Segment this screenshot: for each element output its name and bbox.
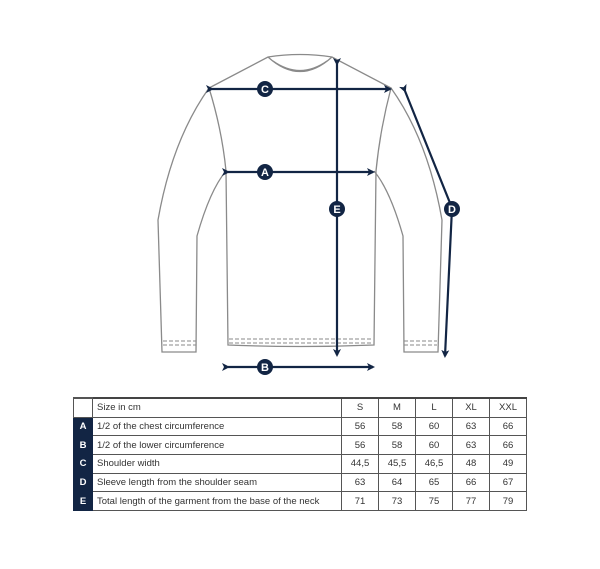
header-label: Size in cm: [92, 396, 342, 418]
header-corner-cell: [73, 396, 93, 418]
svg-text:E: E: [333, 204, 340, 216]
cell-value: 44,5: [341, 454, 379, 474]
cell-value: 56: [341, 435, 379, 456]
header-size-xl: XL: [452, 396, 490, 418]
cell-value: 77: [452, 491, 490, 512]
cell-value: 73: [378, 491, 416, 512]
cell-value: 46,5: [415, 454, 453, 474]
svg-text:C: C: [261, 84, 269, 96]
cell-value: 75: [415, 491, 453, 512]
svg-text:D: D: [448, 204, 456, 216]
size-chart-table: Size in cm S M L XL XXL A 1/2 of the che…: [73, 396, 527, 512]
sweater-measurement-diagram: C A B E D: [157, 53, 460, 375]
table-row: E Total length of the garment from the b…: [73, 491, 527, 512]
row-letter: D: [73, 472, 93, 493]
row-letter: E: [73, 491, 93, 512]
cell-value: 58: [378, 416, 416, 437]
cell-value: 45,5: [378, 454, 416, 474]
cell-value: 58: [378, 435, 416, 456]
cell-value: 71: [341, 491, 379, 512]
row-label: 1/2 of the lower circumference: [92, 435, 342, 456]
row-label: Shoulder width: [92, 454, 342, 474]
row-label: Total length of the garment from the bas…: [92, 491, 342, 512]
table-row: D Sleeve length from the shoulder seam 6…: [73, 472, 527, 493]
header-size-l: L: [415, 396, 453, 418]
row-letter: A: [73, 416, 93, 437]
cell-value: 64: [378, 472, 416, 493]
header-size-m: M: [378, 396, 416, 418]
cell-value: 65: [415, 472, 453, 493]
table-row: A 1/2 of the chest circumference 56 58 6…: [73, 416, 527, 437]
header-size-s: S: [341, 396, 379, 418]
cell-value: 63: [452, 416, 490, 437]
badge-c-icon: C: [257, 81, 273, 97]
cell-value: 49: [489, 454, 527, 474]
cell-value: 66: [489, 435, 527, 456]
cell-value: 67: [489, 472, 527, 493]
row-letter: B: [73, 435, 93, 456]
header-size-xxl: XXL: [489, 396, 527, 418]
cell-value: 66: [452, 472, 490, 493]
badge-b-icon: B: [257, 359, 273, 375]
row-label: 1/2 of the chest circumference: [92, 416, 342, 437]
badge-d-icon: D: [444, 201, 460, 217]
badge-e-icon: E: [329, 201, 345, 217]
cell-value: 60: [415, 435, 453, 456]
table-row: C Shoulder width 44,5 45,5 46,5 48 49: [73, 454, 527, 474]
cell-value: 56: [341, 416, 379, 437]
arrow-d: [399, 83, 454, 358]
svg-text:B: B: [261, 362, 269, 374]
badge-a-icon: A: [257, 164, 273, 180]
cell-value: 63: [452, 435, 490, 456]
svg-text:A: A: [261, 167, 269, 179]
table-row: B 1/2 of the lower circumference 56 58 6…: [73, 435, 527, 456]
measurement-arrows: [206, 58, 454, 371]
row-label: Sleeve length from the shoulder seam: [92, 472, 342, 493]
marker-badges: C A B E D: [257, 81, 460, 375]
sweater-outline: [157, 53, 443, 353]
cell-value: 66: [489, 416, 527, 437]
cell-value: 79: [489, 491, 527, 512]
cell-value: 63: [341, 472, 379, 493]
row-letter: C: [73, 454, 93, 474]
cell-value: 60: [415, 416, 453, 437]
table-header-row: Size in cm S M L XL XXL: [73, 396, 527, 418]
cell-value: 48: [452, 454, 490, 474]
